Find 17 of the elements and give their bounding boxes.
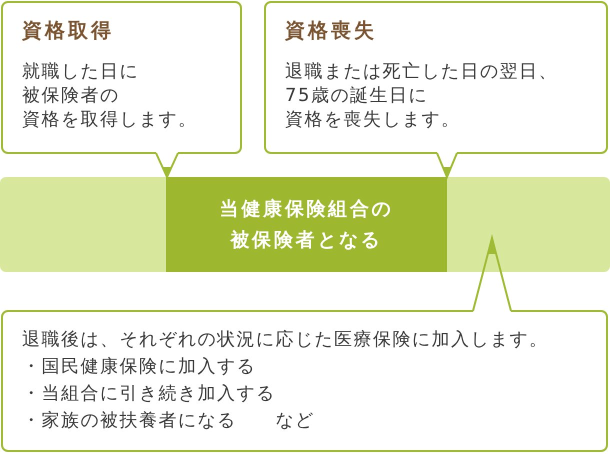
- body-text: 就職した日に被保険者の資格を取得します。: [22, 60, 198, 132]
- status-band: [0, 177, 610, 272]
- bullet-item: ・国民健康保険に加入する: [22, 355, 256, 379]
- callout-pointer: [155, 152, 179, 180]
- bullet-item: ・当組合に引き続き加入する: [22, 382, 276, 406]
- highlight-segment: [166, 177, 447, 272]
- callout-pointer: [472, 234, 512, 312]
- body-text: 退職または死亡した日の翌日、75歳の誕生日に資格を喪失します。: [285, 60, 558, 132]
- body-text: 退職後は、それぞれの状況に応じた医療保険に加入します。: [22, 328, 548, 352]
- bullet-item: ・家族の被扶養者になる など: [22, 409, 314, 433]
- callout-box: [1, 1, 242, 154]
- callout-box: [264, 1, 608, 154]
- callout-box: [1, 310, 608, 452]
- callout-heading: 資格取得: [22, 17, 114, 44]
- callout-pointer: [436, 152, 458, 180]
- callout-heading: 資格喪失: [285, 17, 377, 44]
- band-text: 当健康保険組合の被保険者となる: [220, 196, 394, 252]
